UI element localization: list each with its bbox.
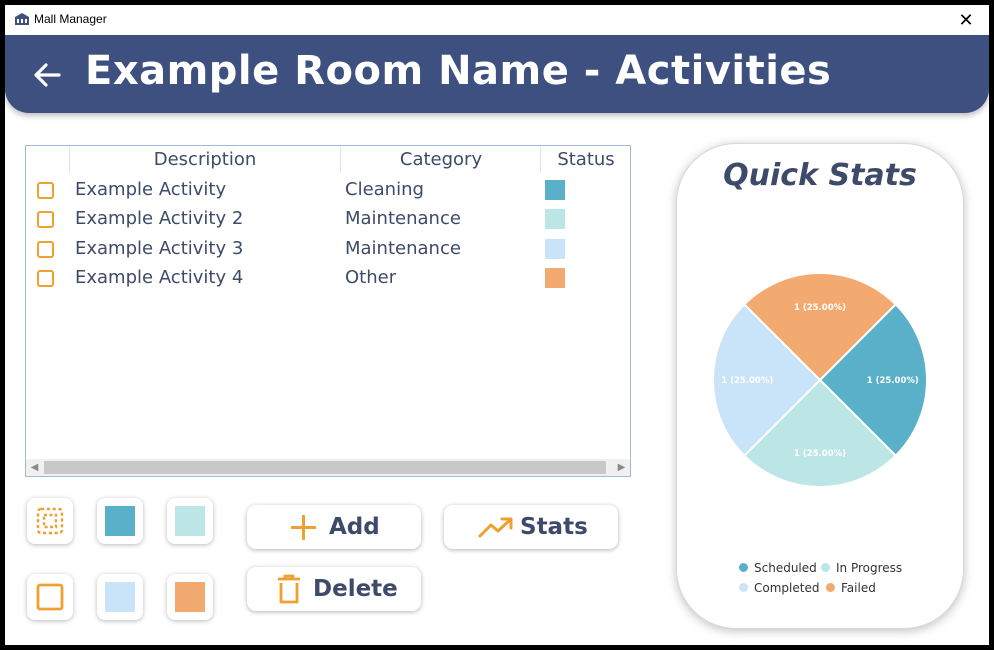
pie-slice-failed <box>742 272 898 382</box>
activity-category: Maintenance <box>345 208 461 229</box>
page-title: Example Room Name - Activities <box>85 48 832 94</box>
select-all-button[interactable] <box>27 498 73 544</box>
trending-up-icon <box>478 517 513 538</box>
status-swatch <box>545 239 565 259</box>
in-progress-swatch <box>175 506 205 536</box>
legend-label: Failed <box>841 581 876 595</box>
select-all-icon <box>36 507 64 535</box>
mall-icon <box>15 13 29 25</box>
legend-label: Completed <box>754 581 820 595</box>
row-checkbox[interactable] <box>37 211 54 228</box>
trash-icon <box>278 574 300 604</box>
empty-checkbox-icon <box>36 583 64 611</box>
row-checkbox[interactable] <box>37 182 54 199</box>
pie-slice-label: 1 (25.00%) <box>794 449 846 459</box>
pie-slice-label: 1 (25.00%) <box>867 376 919 386</box>
horizontal-scrollbar[interactable]: ◀ ▶ <box>26 459 630 476</box>
scroll-right-icon[interactable]: ▶ <box>617 462 626 473</box>
in-progress-filter-button[interactable] <box>167 498 213 544</box>
window-title: Mall Manager <box>34 12 107 26</box>
column-header-category[interactable]: Category <box>340 146 541 173</box>
activity-description: Example Activity 3 <box>75 238 244 259</box>
column-header-status[interactable]: Status <box>540 146 631 173</box>
table-row[interactable]: Example Activity 4 Other <box>26 263 630 292</box>
pie-slice-completed <box>712 302 822 458</box>
activity-description: Example Activity 4 <box>75 267 244 288</box>
legend-label: Scheduled <box>754 561 817 575</box>
legend-dot <box>821 563 830 572</box>
table-row[interactable]: Example Activity Cleaning <box>26 175 630 204</box>
pie-slice-label: 1 (25.00%) <box>794 303 846 313</box>
row-checkbox[interactable] <box>37 270 54 287</box>
stats-label: Stats <box>520 514 588 540</box>
close-button[interactable]: ✕ <box>943 5 989 35</box>
legend-dot <box>739 583 748 592</box>
legend-item: Scheduled <box>739 561 817 575</box>
app-window: Mall Manager ✕ Example Room Name - Activ… <box>5 5 989 645</box>
status-swatch <box>545 268 565 288</box>
column-header-description[interactable]: Description <box>69 146 340 173</box>
failed-filter-button[interactable] <box>167 574 213 620</box>
status-pie-chart: 1 (25.00%) 1 (25.00%) 1 (25.00%) 1 (25.00%) <box>712 272 928 488</box>
legend-item: Completed <box>739 581 819 595</box>
close-icon: ✕ <box>958 9 974 31</box>
deselect-all-button[interactable] <box>27 574 73 620</box>
legend-label: In Progress <box>836 561 903 575</box>
pie-slice-in-progress <box>742 378 898 488</box>
activities-table[interactable]: Description Category Status Example Acti… <box>25 145 631 477</box>
header-checkbox-column <box>26 146 69 173</box>
quick-stats-title: Quick Stats <box>723 158 917 193</box>
legend-dot <box>826 583 835 592</box>
completed-swatch <box>105 582 135 612</box>
stats-button[interactable]: Stats <box>444 505 618 549</box>
legend-item: Failed <box>826 581 876 595</box>
table-header: Description Category Status <box>26 146 630 173</box>
scheduled-filter-button[interactable] <box>97 498 143 544</box>
activity-category: Maintenance <box>345 238 461 259</box>
quick-stats-card: Quick Stats 1 (25.00%)1 (25.00%)1 (25.00… <box>676 143 964 629</box>
activity-category: Other <box>345 267 397 288</box>
activity-description: Example Activity 2 <box>75 208 244 229</box>
status-swatch <box>545 180 565 200</box>
status-swatch <box>545 209 565 229</box>
page-header: Example Room Name - Activities <box>5 35 989 113</box>
activity-category: Cleaning <box>345 179 424 200</box>
row-checkbox[interactable] <box>37 241 54 258</box>
completed-filter-button[interactable] <box>97 574 143 620</box>
activity-description: Example Activity <box>75 179 227 200</box>
delete-label: Delete <box>313 576 398 602</box>
back-arrow-icon[interactable] <box>29 57 65 93</box>
table-row[interactable]: Example Activity 2 Maintenance <box>26 204 630 233</box>
plus-icon <box>291 515 316 540</box>
legend-item: In Progress <box>821 561 902 575</box>
delete-button[interactable]: Delete <box>247 567 421 611</box>
add-label: Add <box>329 514 380 540</box>
table-row[interactable]: Example Activity 3 Maintenance <box>26 234 630 263</box>
title-bar: Mall Manager ✕ <box>5 5 989 35</box>
scrollbar-thumb[interactable] <box>44 461 606 474</box>
add-button[interactable]: Add <box>247 505 421 549</box>
pie-slice-label: 1 (25.00%) <box>721 376 773 386</box>
scroll-left-icon[interactable]: ◀ <box>30 462 39 473</box>
failed-swatch <box>175 582 205 612</box>
scheduled-swatch <box>105 506 135 536</box>
legend-dot <box>739 563 748 572</box>
pie-slice-scheduled <box>818 302 928 458</box>
